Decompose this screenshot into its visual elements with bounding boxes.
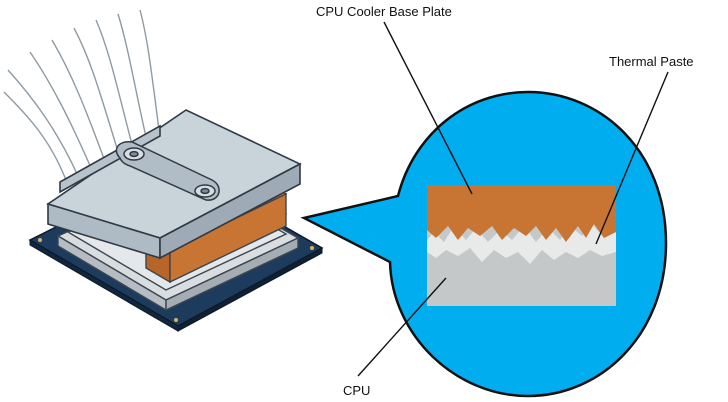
base-plate-label: CPU Cooler Base Plate: [316, 4, 452, 19]
thermal-paste-label: Thermal Paste: [609, 54, 694, 69]
base-plate-section: [427, 185, 616, 242]
leader-lines: [357, 21, 669, 377]
base-plate-leader: [383, 21, 473, 195]
retention-bracket: [115, 141, 220, 201]
heat-pipes: [3, 9, 161, 181]
cross-section: [427, 185, 616, 306]
cpu-label: CPU: [343, 383, 371, 398]
cpu-leader: [357, 277, 447, 377]
paste-leader: [595, 71, 669, 245]
